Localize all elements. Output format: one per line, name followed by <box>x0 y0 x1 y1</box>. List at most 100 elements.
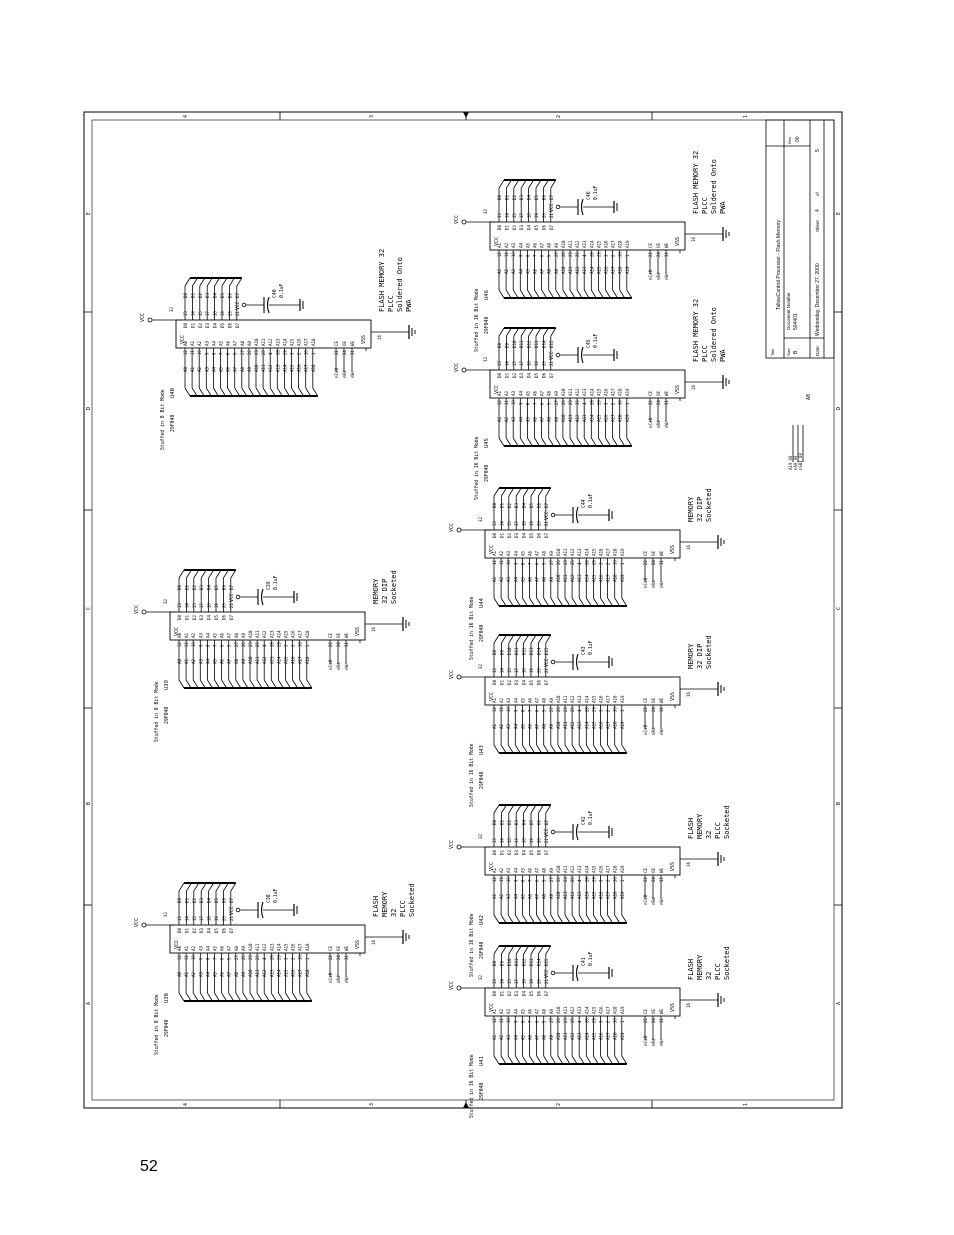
bus-entry <box>571 597 578 607</box>
address-pin-number: 1 <box>620 709 625 712</box>
address-internal-name: A11 <box>563 865 568 873</box>
address-pin-name: A10 <box>556 721 561 729</box>
address-pin-number: 4 <box>262 644 267 647</box>
address-internal-name: A9 <box>549 697 554 703</box>
control-net-label: nWr <box>659 1038 664 1046</box>
address-internal-name: A6 <box>528 1008 533 1014</box>
address-pin-number: 11 <box>190 350 195 355</box>
reference-designator: U38 <box>164 993 170 1003</box>
address-internal-name: A13 <box>275 338 280 346</box>
vcc-label: VCC <box>134 605 140 614</box>
address-pin-number: 2 <box>611 254 616 257</box>
address-internal-name: A12 <box>570 548 575 556</box>
address-internal-name: A3 <box>506 697 511 703</box>
address-internal-name: A12 <box>570 865 575 873</box>
data-internal-name: D2 <box>192 614 197 620</box>
data-pin-name: D12 <box>522 647 527 655</box>
address-pin-name: A18 <box>613 574 618 582</box>
bus-entry <box>523 945 529 955</box>
address-internal-name: A0 <box>183 340 188 346</box>
zone-number-top: 3 <box>369 115 375 118</box>
data-internal-name: D7 <box>544 679 549 685</box>
bus-entry <box>500 597 507 607</box>
control-pin-name: WE <box>664 390 669 396</box>
bus-entry <box>612 437 618 447</box>
control-pin-name: WE <box>659 550 664 556</box>
address-internal-name: A5 <box>520 867 525 873</box>
address-internal-name: A14 <box>584 865 589 873</box>
chip-description: PLCC <box>701 197 709 214</box>
data-pin-name: D5 <box>529 819 534 825</box>
bus-entry <box>621 597 628 607</box>
address-internal-name: A18 <box>618 240 623 248</box>
address-internal-name: A13 <box>577 695 582 703</box>
data-pin-name: D7 <box>544 819 549 825</box>
data-internal-name: D0 <box>177 927 182 933</box>
bus-entry <box>513 327 520 337</box>
address-pin-name: A8 <box>240 366 245 372</box>
address-internal-name: A2 <box>191 632 196 638</box>
address-pin-name: A18 <box>618 414 623 422</box>
bus-entry <box>529 744 535 754</box>
address-internal-name: A11 <box>563 548 568 556</box>
address-pin-name: A1 <box>497 416 502 422</box>
data-internal-name: D1 <box>499 532 504 538</box>
address-pin-name: A3 <box>511 268 516 274</box>
data-pin-number: 15 <box>507 521 512 526</box>
address-internal-name: A8 <box>234 632 239 638</box>
address-pin-number: 27 <box>549 560 554 565</box>
address-pin-number: 5 <box>227 644 232 647</box>
address-pin-number: 23 <box>254 350 259 355</box>
data-internal-name: D4 <box>213 322 218 328</box>
address-internal-name: A8 <box>234 945 239 951</box>
bus-entry <box>585 597 592 607</box>
bus-entry <box>285 679 291 689</box>
part-number: 29F040 <box>484 465 490 482</box>
address-pin-name: A2 <box>197 366 202 372</box>
address-pin-name: A7 <box>535 893 540 899</box>
bus-entry <box>501 804 507 814</box>
bus-entry <box>593 744 599 754</box>
part-number: 29F040 <box>484 317 490 334</box>
data-pin-name: D6 <box>221 584 226 590</box>
reference-designator: U43 <box>479 745 485 755</box>
address-pin-name: A1 <box>492 1034 497 1040</box>
control-net-label: nCs0 <box>643 724 648 735</box>
vcc-pin-name: VCC <box>494 385 500 394</box>
data-pin-number: 20 <box>536 668 541 673</box>
address-pin-number: 25 <box>261 350 266 355</box>
data-pin-number: 17 <box>205 311 210 316</box>
vcc-terminal <box>456 844 462 850</box>
data-internal-name: D4 <box>522 679 527 685</box>
address-pin-number: 10 <box>506 560 511 565</box>
bus-entry <box>501 945 507 955</box>
address-internal-name: A7 <box>233 340 238 346</box>
data-pin-name: D0 <box>497 194 502 200</box>
bus-entry <box>600 744 606 754</box>
address-pin-name: A8 <box>542 723 547 729</box>
data-pin-name: D4 <box>213 292 218 298</box>
address-internal-name: A11 <box>563 1006 568 1014</box>
address-pin-number: 29 <box>591 560 596 565</box>
data-internal-name: D1 <box>184 614 189 620</box>
address-pin-name: A9 <box>549 723 554 729</box>
address-internal-name: A1 <box>492 697 497 703</box>
cap-vcc-label: VCC <box>229 593 235 602</box>
address-internal-name: A18 <box>613 1006 618 1014</box>
address-internal-name: A4 <box>513 1008 518 1014</box>
bus-entry <box>545 487 552 497</box>
bus-entry <box>184 277 191 287</box>
address-pin-name: A15 <box>596 414 601 422</box>
bus-entry <box>536 1055 542 1065</box>
control-net-label: nRd <box>651 1038 656 1046</box>
chip-body <box>484 676 681 706</box>
control-pin-name: WE <box>659 867 664 873</box>
bus-entry <box>545 804 552 814</box>
data-internal-name: D7 <box>549 372 554 378</box>
data-pin-name: D8 <box>497 342 502 348</box>
address-pin-number: 26 <box>241 642 246 647</box>
bus-entry <box>184 387 191 397</box>
data-pin-number: 20 <box>227 311 232 316</box>
title-block-frame <box>765 119 835 359</box>
